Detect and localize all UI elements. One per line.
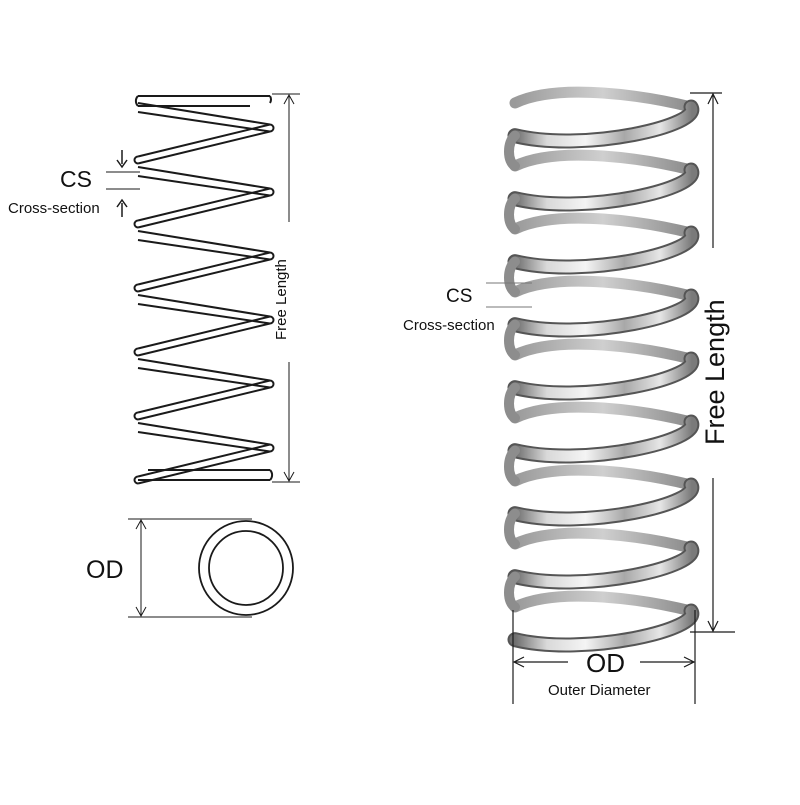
cross-section-label-left: Cross-section [8,200,100,217]
coil-turn [504,508,520,549]
free-length-dimension-right [690,92,735,633]
coil-front-strand [509,164,698,210]
coil-front-strand [509,101,698,147]
coil-front-strand [509,416,698,462]
coil-back-strand [509,86,697,113]
od-label-left: OD [86,556,124,584]
coil-turn [504,445,520,486]
coil-turn [504,319,520,360]
coil-turn [504,130,520,171]
spring-wire-outline [133,95,275,485]
coil-turn [504,193,520,234]
coil-back-strand [509,527,697,554]
coil-front-strand [509,479,698,525]
od-dimension-left [128,518,252,618]
outer-diameter-label-right: Outer Diameter [548,682,651,699]
od-dimension-right [512,610,696,704]
coil-back-strand [509,401,697,428]
coil-back-strand [509,464,697,491]
free-length-label-left: Free Length [273,259,290,340]
coil-back-strand [509,149,697,176]
coil-front-strand [509,353,698,399]
coil-back-strand [509,338,697,365]
free-length-label-right: Free Length [700,299,730,445]
coil-turn [504,571,520,612]
line-drawing-spring [133,95,275,485]
od-label-right: OD [586,648,625,678]
coil-front-strand [509,605,698,651]
cs-label-left: CS [60,166,92,192]
coil-front-strand [509,227,698,273]
coil-back-strand [509,590,697,617]
steel-spring-photo [504,86,700,653]
cross-section-label-right: Cross-section [403,317,495,334]
coil-back-strand [509,275,697,302]
coil-front-strand [509,290,698,336]
coil-turn [504,382,520,423]
cs-dimension-marks-left [106,150,140,217]
coil-back-strand [509,212,697,239]
coil-turn [504,256,520,297]
cs-label-right: CS [446,286,473,307]
cross-section-ring [198,520,294,616]
free-length-dimension-left [272,93,300,483]
cs-dimension-marks-right [486,282,532,308]
coil-front-strand [509,542,698,588]
